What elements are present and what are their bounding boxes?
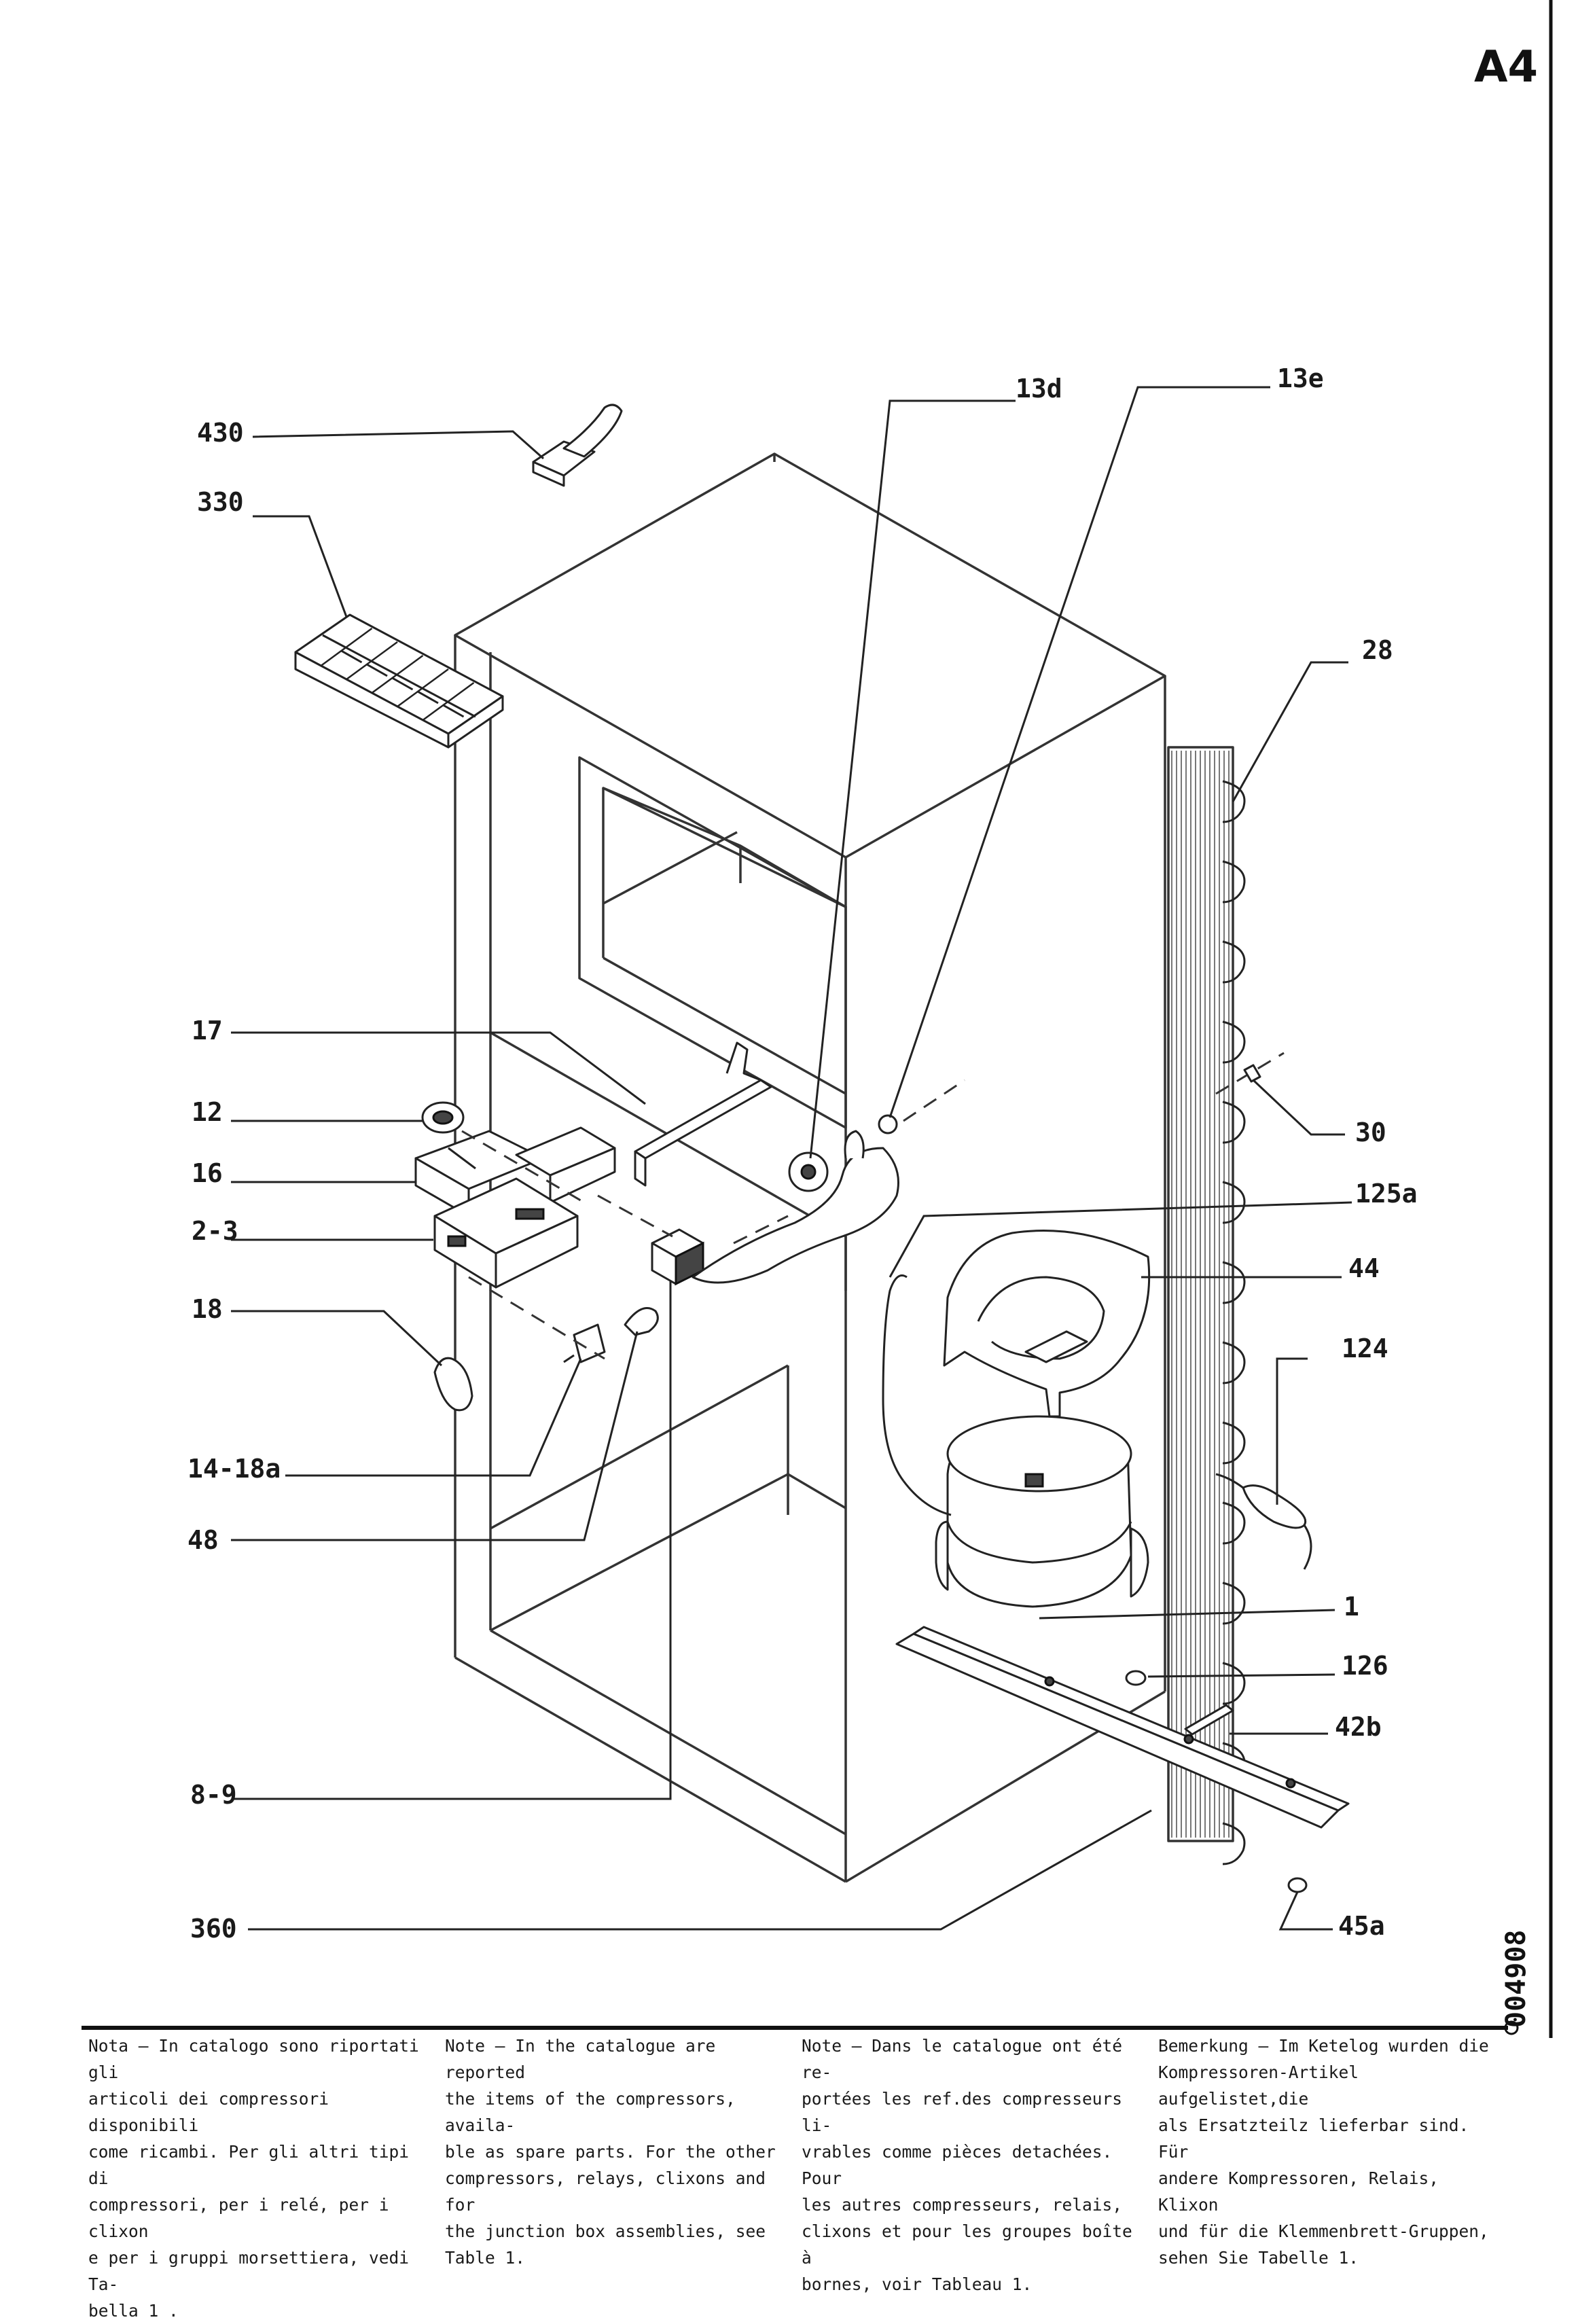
compressor-unit — [935, 1415, 1149, 1608]
exploded-parts-diagram: 430 330 13d 13e 28 17 12 16 2-3 18 14-18… — [82, 0, 1553, 2038]
leader-lines — [231, 386, 1352, 1931]
catalogue-notes: Nota – In catalogo sono riportati gli ar… — [82, 2033, 1508, 2321]
ice-tray-part — [294, 613, 504, 749]
callout-124: 124 — [1342, 1334, 1388, 1363]
callout-16: 16 — [192, 1158, 223, 1188]
clip-bracket — [1184, 1704, 1234, 1736]
overload-protector — [1215, 1473, 1312, 1570]
note-french: Note – Dans le catalogue ont été re- por… — [802, 2036, 1132, 2294]
callout-42b: 42b — [1335, 1712, 1382, 1742]
lamp-bulb — [624, 1307, 659, 1336]
callout-13e: 13e — [1277, 363, 1324, 393]
grommet — [1125, 1670, 1147, 1686]
callout-8-9: 8-9 — [190, 1780, 237, 1810]
note-italian: Nota – In catalogo sono riportati gli ar… — [88, 2036, 419, 2321]
assembly-line-3 — [597, 1194, 673, 1238]
drip-tray — [943, 1230, 1151, 1418]
callout-45a: 45a — [1338, 1911, 1385, 1941]
condenser-coil — [1167, 746, 1246, 1865]
callout-12: 12 — [192, 1097, 223, 1127]
lamp-switch — [433, 1357, 473, 1412]
assembly-line-4 — [733, 1215, 789, 1245]
callout-2-3: 2-3 — [192, 1216, 238, 1246]
mounting-rail — [895, 1626, 1350, 1829]
lamp-holder — [563, 1323, 606, 1363]
control-panel-plate — [692, 1114, 899, 1284]
callout-430: 430 — [197, 418, 244, 448]
callout-125a: 125a — [1355, 1179, 1418, 1209]
callout-44: 44 — [1348, 1253, 1380, 1283]
foot-grommet — [1287, 1877, 1308, 1893]
thermostat-bracket — [634, 1041, 772, 1187]
assembly-line-5 — [903, 1079, 965, 1122]
callout-360: 360 — [190, 1914, 237, 1944]
assembly-line-2 — [468, 1276, 605, 1360]
callout-14-18a: 14-18a — [187, 1454, 281, 1484]
thermostat-knob — [421, 1101, 465, 1134]
thermostat-box — [414, 1126, 616, 1289]
callout-28: 28 — [1362, 635, 1393, 665]
callout-13d: 13d — [1016, 374, 1062, 404]
callout-17: 17 — [192, 1016, 223, 1045]
assembly-line-6 — [1215, 1052, 1285, 1095]
note-german: Bemerkung – Im Ketelog wurden die Kompre… — [1158, 2036, 1489, 2268]
callout-48: 48 — [187, 1525, 219, 1555]
ice-scraper-part — [532, 404, 623, 487]
callout-1: 1 — [1344, 1592, 1359, 1622]
side-number-marker — [1504, 2020, 1519, 2035]
discharge-pipe — [882, 1274, 952, 1516]
callout-18: 18 — [192, 1294, 223, 1324]
callout-330: 330 — [197, 487, 244, 517]
callout-126: 126 — [1342, 1651, 1388, 1681]
fixing-nut — [1243, 1064, 1261, 1083]
note-english: Note – In the catalogue are reported the… — [445, 2036, 776, 2268]
callout-30: 30 — [1355, 1118, 1386, 1147]
side-number: 004908 — [1501, 1930, 1532, 2028]
sheet-code: A4 — [1474, 42, 1538, 92]
